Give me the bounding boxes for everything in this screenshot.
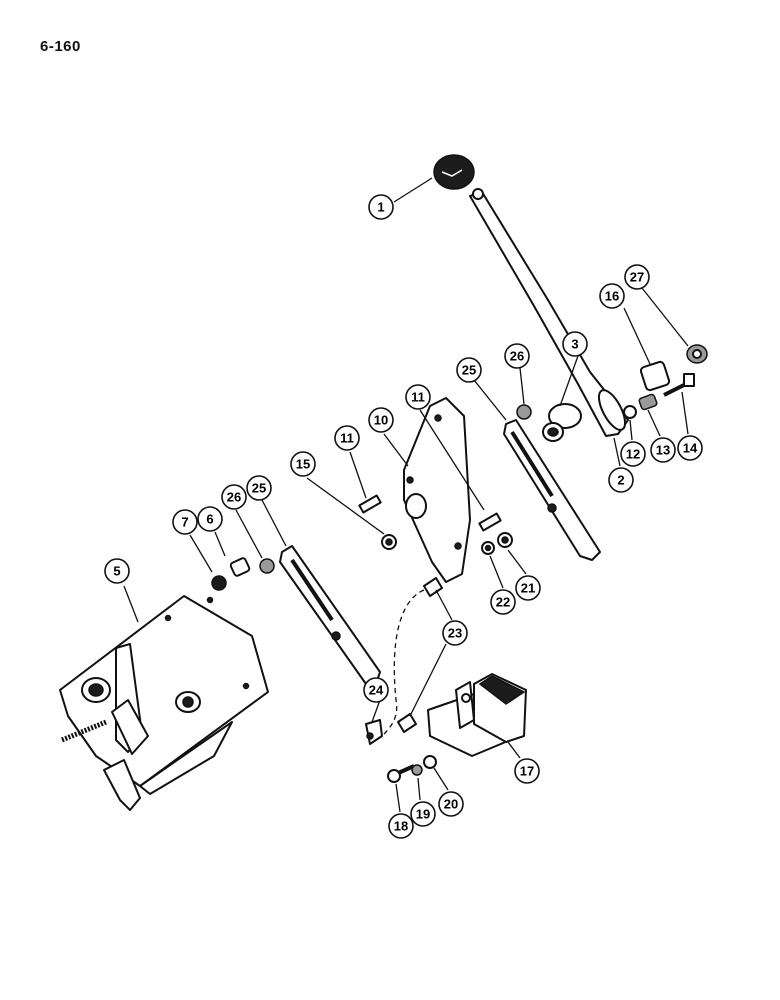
callout-25a: 25: [456, 357, 482, 383]
svg-text:11: 11: [340, 431, 354, 446]
part-bushing-16: [639, 360, 671, 392]
part-washer-20: [423, 755, 437, 769]
part-base-housing: [59, 595, 269, 811]
callout-5: 5: [104, 558, 130, 584]
svg-text:18: 18: [394, 819, 408, 834]
part-spring-13: [638, 393, 658, 411]
svg-text:16: 16: [605, 289, 619, 304]
part-shift-lever: [469, 188, 629, 437]
part-slotted-link-left: [279, 545, 381, 685]
svg-text:19: 19: [416, 807, 430, 822]
part-nut-26-left: [259, 558, 275, 574]
part-terminal-23-upper: [423, 577, 443, 597]
svg-text:15: 15: [296, 457, 310, 472]
part-clip-24: [365, 719, 383, 745]
callout-19: 19: [410, 801, 436, 827]
svg-text:22: 22: [496, 595, 510, 610]
leader-lines: [123, 177, 689, 813]
part-bolt-14: [663, 373, 695, 397]
svg-text:7: 7: [181, 515, 188, 530]
part-washer-22: [481, 541, 495, 555]
callout-6: 6: [197, 506, 223, 532]
svg-text:25: 25: [252, 481, 266, 496]
callout-16: 16: [599, 283, 625, 309]
svg-text:5: 5: [113, 564, 120, 579]
callout-2: 2: [608, 467, 634, 493]
svg-text:12: 12: [626, 447, 640, 462]
part-pin-11a: [358, 494, 382, 514]
callout-1: 1: [368, 194, 394, 220]
callout-22: 22: [490, 589, 516, 615]
svg-text:24: 24: [369, 683, 384, 698]
callout-11b: 11: [405, 384, 431, 410]
part-screw-18: [387, 764, 415, 783]
svg-text:10: 10: [374, 413, 388, 428]
svg-text:20: 20: [444, 797, 458, 812]
callout-21: 21: [515, 575, 541, 601]
part-stud-6: [229, 557, 251, 577]
callout-11a: 11: [334, 425, 360, 451]
callout-12: 12: [620, 441, 646, 467]
svg-text:26: 26: [510, 349, 524, 364]
svg-text:21: 21: [521, 581, 535, 596]
callout-26a: 26: [504, 343, 530, 369]
part-nut-21: [497, 532, 513, 548]
callout-23: 23: [442, 620, 468, 646]
svg-text:13: 13: [656, 443, 670, 458]
callout-10: 10: [368, 407, 394, 433]
callout-13: 13: [650, 437, 676, 463]
callout-15: 15: [290, 451, 316, 477]
callout-14: 14: [677, 435, 703, 461]
part-spacer-12: [623, 405, 637, 419]
callouts: 1 2 3 5 6 7 10 11 11 12 13 14 15 16 17 1…: [104, 194, 703, 839]
svg-text:11: 11: [411, 390, 425, 405]
wire-dashed: [383, 589, 425, 735]
part-gate-plate: [403, 397, 471, 583]
part-pivot-bracket: [542, 403, 582, 442]
callout-26b: 26: [221, 484, 247, 510]
part-pin-11b: [478, 512, 502, 532]
svg-text:17: 17: [520, 764, 534, 779]
svg-text:1: 1: [377, 200, 384, 215]
svg-text:6: 6: [206, 512, 213, 527]
part-lockwasher-19: [411, 764, 423, 776]
part-knob: [433, 154, 475, 190]
part-washer-27: [686, 344, 708, 364]
svg-text:2: 2: [617, 473, 624, 488]
callout-25b: 25: [246, 475, 272, 501]
callout-24: 24: [363, 677, 389, 703]
svg-text:14: 14: [683, 441, 698, 456]
part-slotted-link-right: [503, 419, 601, 561]
callout-27: 27: [624, 264, 650, 290]
svg-text:23: 23: [448, 626, 462, 641]
callout-7: 7: [172, 509, 198, 535]
callout-20: 20: [438, 791, 464, 817]
part-nut-15: [381, 534, 397, 550]
part-switch-bracket: [427, 673, 527, 757]
callout-17: 17: [514, 758, 540, 784]
svg-text:25: 25: [462, 363, 476, 378]
callout-3: 3: [562, 331, 588, 357]
svg-text:3: 3: [571, 337, 578, 352]
part-nut-7: [211, 575, 227, 591]
svg-text:27: 27: [630, 270, 644, 285]
part-terminal-23-lower: [397, 713, 417, 733]
page-number: 6-160: [40, 38, 81, 55]
callout-18: 18: [388, 813, 414, 839]
part-nut-26-right: [516, 404, 532, 420]
svg-text:26: 26: [227, 490, 241, 505]
